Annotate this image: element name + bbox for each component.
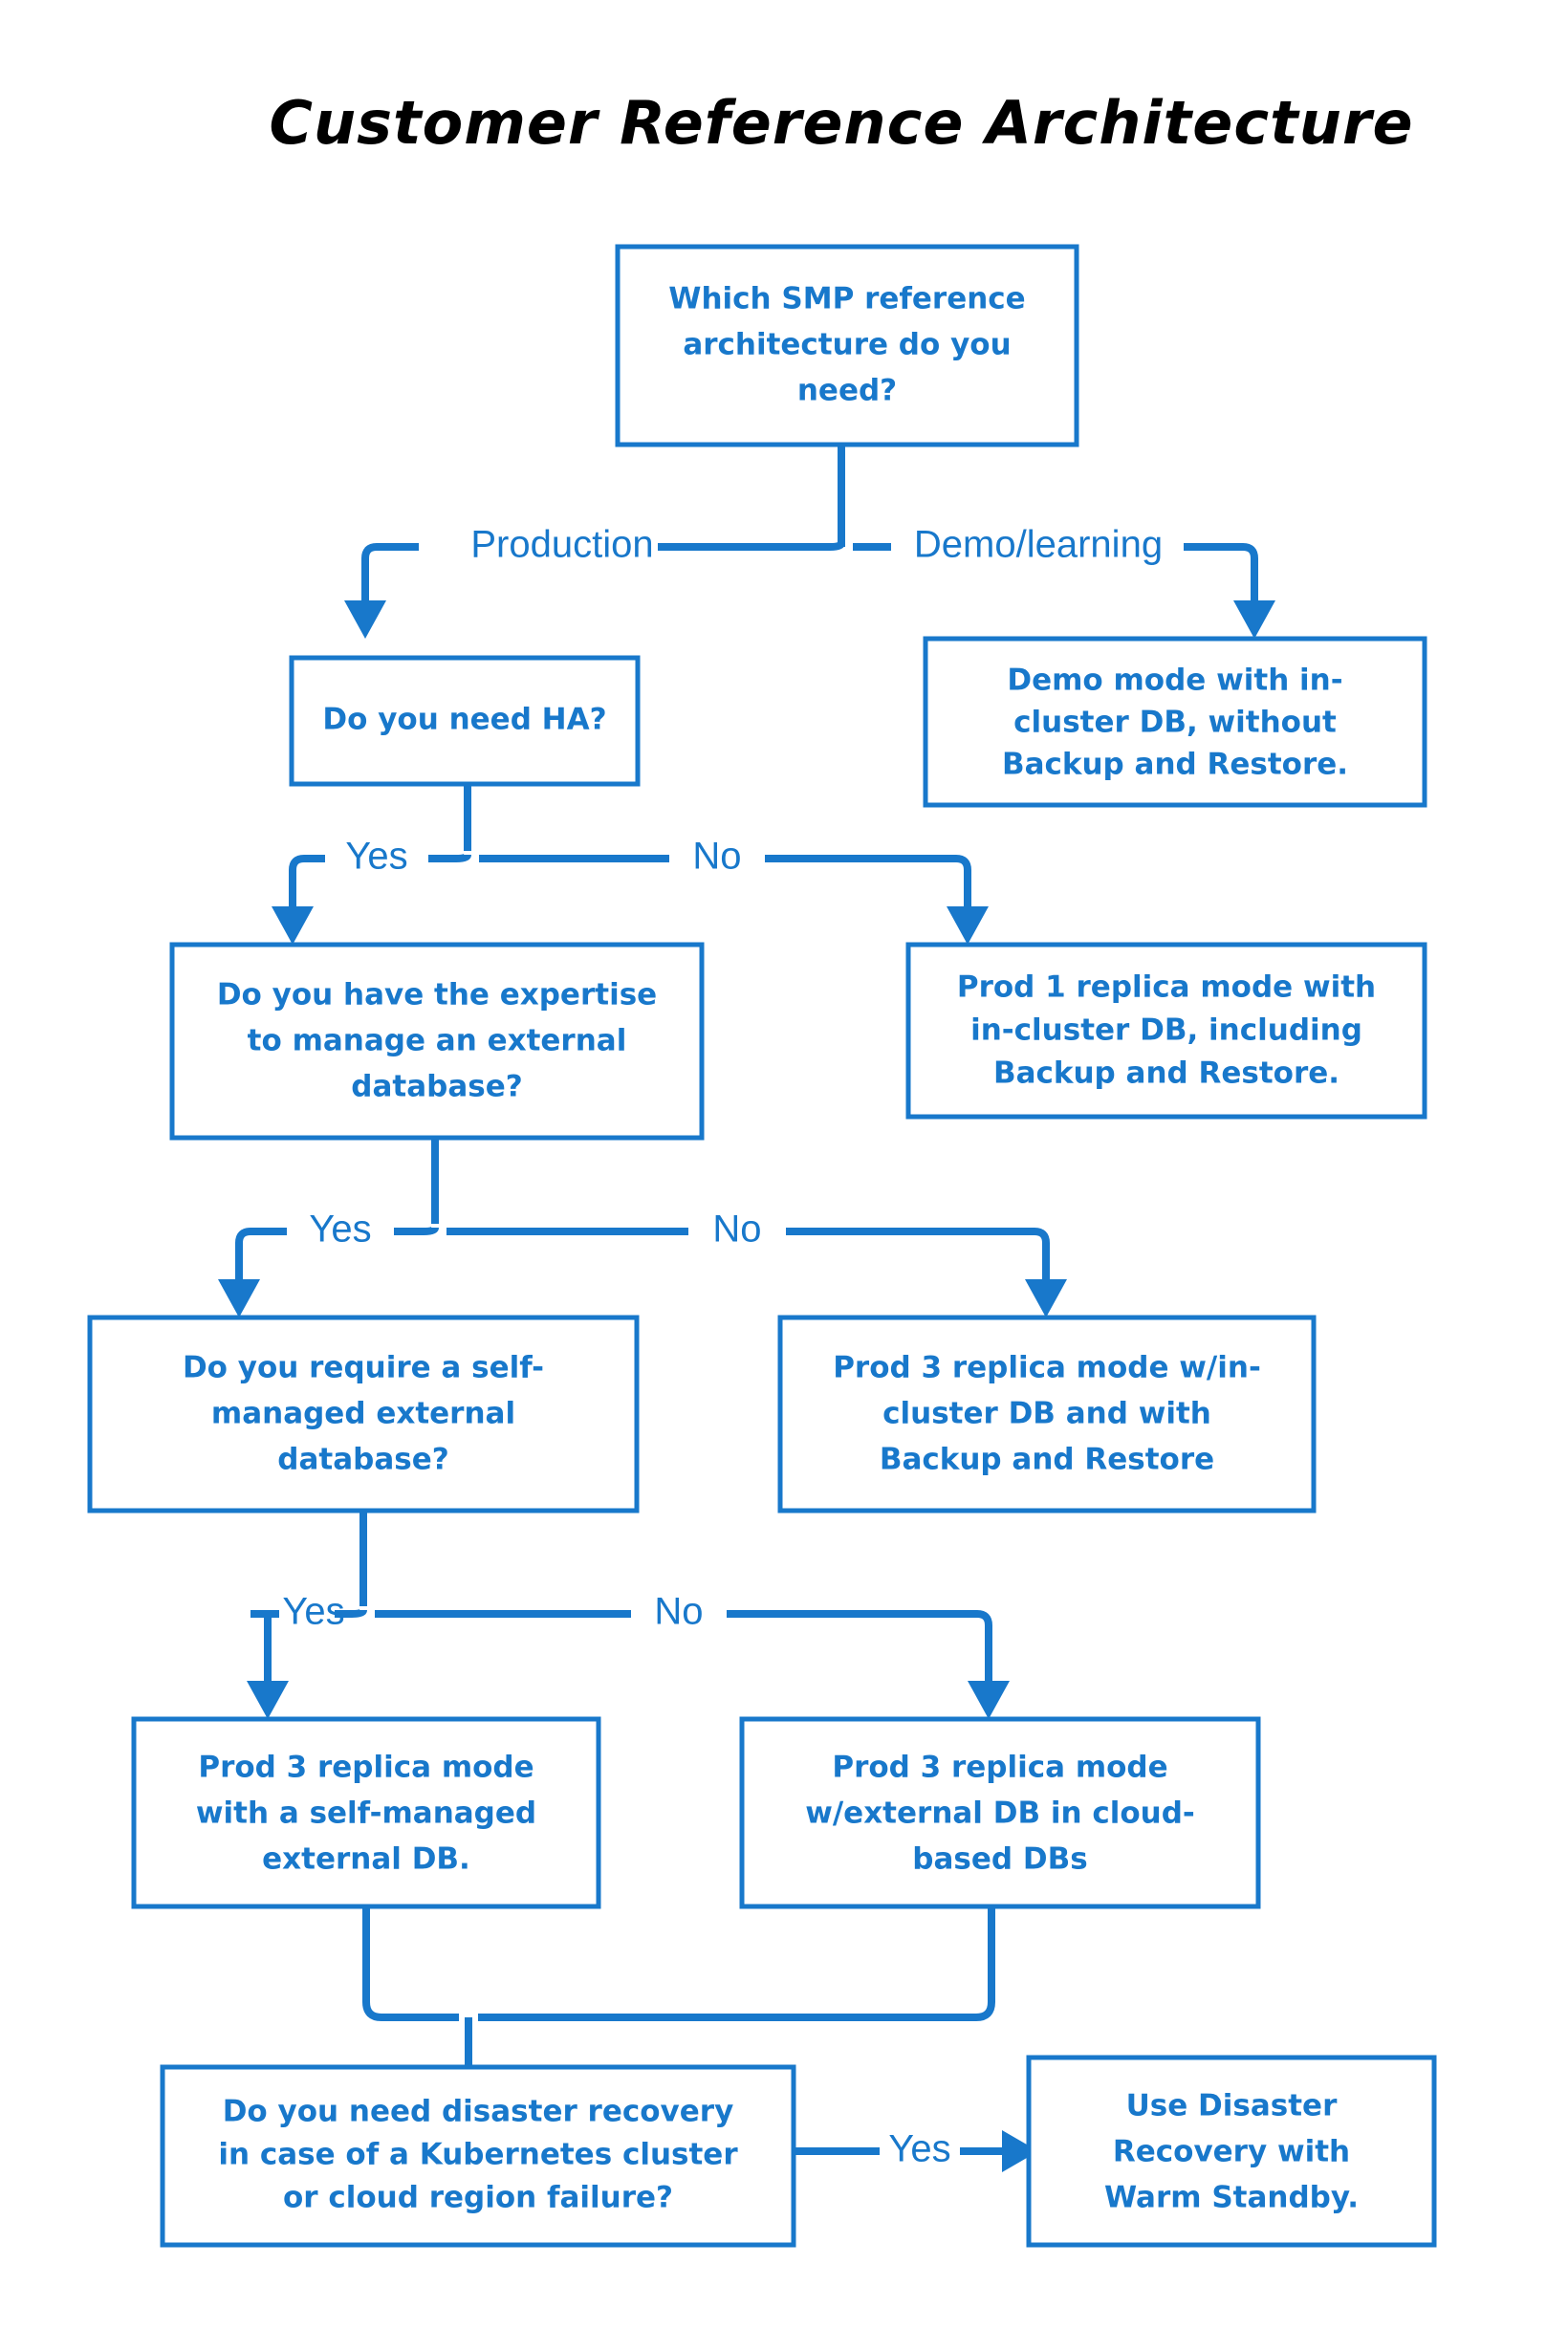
node-warm-standby-line-3: Warm Standby. bbox=[1104, 2181, 1359, 2215]
edge-label-selfmanaged-no: No bbox=[654, 1591, 703, 1633]
edge-merge-right bbox=[478, 1905, 995, 2021]
node-prod3-selfmanaged-outcome[interactable]: Prod 3 replica mode with a self-managed … bbox=[131, 1716, 601, 1909]
node-dr-question-line-3: or cloud region failure? bbox=[283, 2181, 673, 2215]
node-prod3-incluster-outcome-box[interactable] bbox=[777, 1315, 1317, 1513]
edge-label-ha-no: No bbox=[692, 836, 741, 878]
node-prod3-incluster-line-2: cluster DB and with bbox=[882, 1397, 1211, 1431]
arrowhead-selfmanaged-no bbox=[968, 1681, 1010, 1719]
edge-label-expertise-yes: Yes bbox=[309, 1209, 371, 1251]
node-prod3-selfmanaged-outcome-box[interactable] bbox=[131, 1716, 601, 1909]
node-selfmanaged-line-3: database? bbox=[277, 1443, 448, 1477]
node-selfmanaged-question[interactable]: Do you require a self- managed external … bbox=[87, 1315, 640, 1513]
arrowhead-to-ha bbox=[344, 600, 386, 639]
node-expertise-question-box[interactable] bbox=[169, 942, 705, 1141]
node-prod1-outcome-line-1: Prod 1 replica mode with bbox=[957, 970, 1376, 1005]
node-demo-outcome-box[interactable] bbox=[923, 636, 1427, 808]
edge-ha-left-inner bbox=[428, 853, 471, 862]
node-prod1-outcome-box[interactable] bbox=[905, 942, 1427, 1120]
node-prod3-cloud-outcome[interactable]: Prod 3 replica mode w/external DB in clo… bbox=[739, 1716, 1261, 1909]
arrowhead-to-demo bbox=[1233, 600, 1275, 639]
node-root-question-line-2: architecture do you bbox=[683, 328, 1011, 362]
node-warm-standby-line-2: Recovery with bbox=[1113, 2135, 1350, 2169]
node-prod3-cloud-line-2: w/external DB in cloud- bbox=[805, 1796, 1195, 1831]
node-ha-question-box[interactable] bbox=[289, 655, 641, 787]
node-expertise-question-line-1: Do you have the expertise bbox=[217, 978, 657, 1013]
node-expertise-question[interactable]: Do you have the expertise to manage an e… bbox=[169, 942, 705, 1141]
edge-label-selfmanaged-yes: Yes bbox=[282, 1591, 344, 1633]
node-prod3-selfmanaged-line-3: external DB. bbox=[262, 1842, 470, 1877]
edge-bus-left-inner bbox=[658, 539, 845, 551]
edge-label-dr-yes: Yes bbox=[888, 2128, 950, 2170]
edge-bus-right-outer bbox=[1184, 543, 1258, 602]
edge-selfmanaged-split bbox=[247, 1511, 1010, 1719]
edge-label-expertise-no: No bbox=[712, 1209, 761, 1251]
node-prod3-selfmanaged-line-2: with a self-managed bbox=[196, 1796, 536, 1831]
node-selfmanaged-question-box[interactable] bbox=[87, 1315, 640, 1513]
diagram-title: Customer Reference Architecture bbox=[269, 88, 1413, 158]
edge-dr-yes bbox=[792, 2130, 1038, 2172]
node-prod1-outcome[interactable]: Prod 1 replica mode with in-cluster DB, … bbox=[905, 942, 1427, 1120]
node-ha-question[interactable]: Do you need HA? bbox=[289, 655, 641, 787]
arrowhead-ha-no bbox=[947, 906, 989, 945]
arrowhead-to-warm-standby bbox=[1002, 2130, 1038, 2172]
node-dr-question-line-1: Do you need disaster recovery bbox=[223, 2095, 734, 2129]
node-prod1-outcome-line-3: Backup and Restore. bbox=[993, 1056, 1339, 1091]
edge-label-production: Production bbox=[470, 524, 653, 566]
arrowhead-selfmanaged-yes bbox=[247, 1681, 289, 1719]
edge-ha-right-outer bbox=[765, 855, 971, 908]
edge-selfmanaged-left-inner bbox=[335, 1608, 367, 1618]
node-prod3-incluster-line-3: Backup and Restore bbox=[880, 1443, 1214, 1477]
node-root-question[interactable]: Which SMP reference architecture do you … bbox=[615, 244, 1079, 447]
node-root-question-line-1: Which SMP reference bbox=[668, 282, 1025, 316]
node-prod3-cloud-line-1: Prod 3 replica mode bbox=[832, 1751, 1167, 1785]
node-warm-standby-outcome-box[interactable] bbox=[1026, 2055, 1437, 2248]
edge-label-ha-yes: Yes bbox=[345, 836, 407, 878]
node-ha-question-line-1: Do you need HA? bbox=[322, 703, 606, 737]
node-selfmanaged-line-2: managed external bbox=[211, 1397, 515, 1431]
node-warm-standby-line-1: Use Disaster bbox=[1126, 2089, 1338, 2123]
node-demo-outcome-line-2: cluster DB, without bbox=[1013, 706, 1337, 740]
edge-expertise-left-outer bbox=[235, 1228, 287, 1281]
node-demo-outcome-line-1: Demo mode with in- bbox=[1007, 664, 1342, 698]
node-prod3-cloud-outcome-box[interactable] bbox=[739, 1716, 1261, 1909]
edge-expertise-split bbox=[218, 1138, 1067, 1317]
node-dr-question[interactable]: Do you need disaster recovery in case of… bbox=[160, 2064, 796, 2248]
edge-expertise-left-inner bbox=[394, 1226, 439, 1235]
node-prod3-incluster-line-1: Prod 3 replica mode w/in- bbox=[833, 1351, 1261, 1385]
node-expertise-question-line-3: database? bbox=[351, 1070, 522, 1104]
node-prod3-incluster-outcome[interactable]: Prod 3 replica mode w/in- cluster DB and… bbox=[777, 1315, 1317, 1513]
node-prod1-outcome-line-2: in-cluster DB, including bbox=[970, 1013, 1362, 1048]
node-selfmanaged-line-1: Do you require a self- bbox=[183, 1351, 544, 1385]
edge-root-split bbox=[344, 445, 1275, 639]
node-prod3-cloud-line-3: based DBs bbox=[912, 1842, 1087, 1877]
edge-ha-left-outer bbox=[289, 855, 325, 908]
edge-ha-split bbox=[272, 784, 989, 945]
node-demo-outcome[interactable]: Demo mode with in- cluster DB, without B… bbox=[923, 636, 1427, 808]
edge-selfmanaged-right-outer bbox=[727, 1610, 992, 1683]
node-dr-question-box[interactable] bbox=[160, 2064, 796, 2248]
node-root-question-box[interactable] bbox=[615, 244, 1079, 447]
node-root-question-line-3: need? bbox=[797, 374, 897, 408]
node-expertise-question-line-2: to manage an external bbox=[248, 1024, 627, 1058]
arrowhead-expertise-no bbox=[1025, 1279, 1067, 1317]
edge-label-demo-learning: Demo/learning bbox=[914, 524, 1163, 566]
edge-expertise-right-outer bbox=[786, 1228, 1050, 1281]
edge-merge-left bbox=[362, 1905, 459, 2021]
arrowhead-ha-yes bbox=[272, 906, 314, 945]
node-prod3-selfmanaged-line-1: Prod 3 replica mode bbox=[198, 1751, 534, 1785]
arrowhead-expertise-yes bbox=[218, 1279, 260, 1317]
node-demo-outcome-line-3: Backup and Restore. bbox=[1002, 748, 1348, 782]
node-dr-question-line-2: in case of a Kubernetes cluster bbox=[218, 2138, 738, 2172]
node-warm-standby-outcome[interactable]: Use Disaster Recovery with Warm Standby. bbox=[1026, 2055, 1437, 2248]
edge-bus-left-outer bbox=[361, 543, 419, 602]
